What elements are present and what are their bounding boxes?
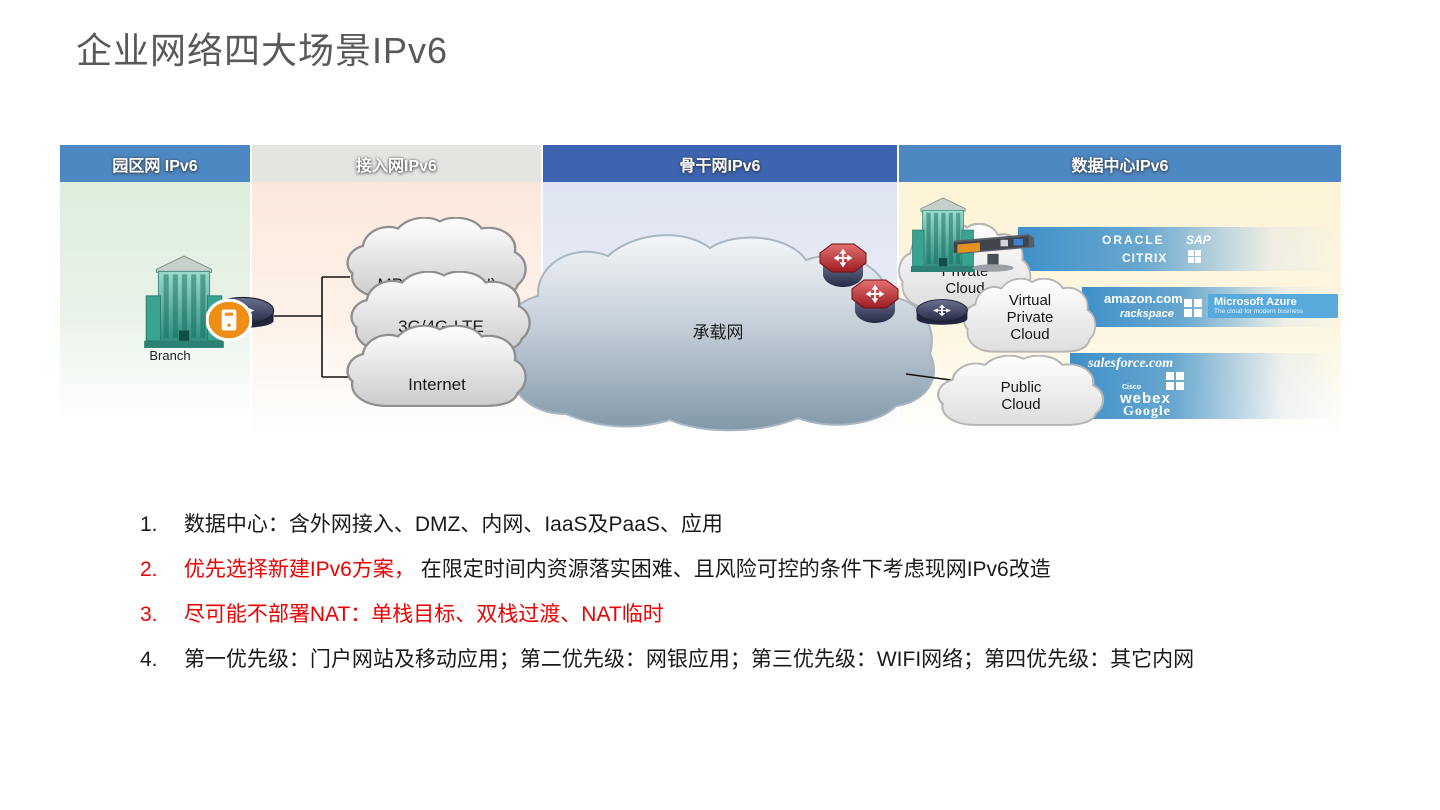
virtual-private-cloud: Virtual Private Cloud bbox=[960, 278, 1100, 358]
note-item-3: 3. 尽可能不部署NAT：单栈目标、双栈过渡、NAT临时 bbox=[140, 592, 1400, 637]
note-number: 2. bbox=[140, 558, 158, 581]
windows-logo-icon bbox=[1166, 372, 1184, 390]
section-header-campus: 园区网 IPv6 bbox=[60, 145, 250, 182]
note-number: 4. bbox=[140, 648, 158, 671]
note-item-2: 2. 优先选择新建IPv6方案， 在限定时间内资源落实困难、且风险可控的条件下考… bbox=[140, 547, 1400, 592]
section-header-access: 接入网IPv6 bbox=[252, 145, 541, 182]
branch-gateway-icon bbox=[206, 298, 252, 342]
network-diagram: 园区网 IPv6 接入网IPv6 骨干网IPv6 数据中心IPv6 ORACLE… bbox=[60, 145, 1341, 437]
sap-logo: SAP bbox=[1186, 233, 1211, 247]
backbone-cloud: 承载网 bbox=[498, 230, 938, 435]
vendor-bar-private: ORACLE SAP CITRIX bbox=[1018, 227, 1341, 271]
webex-logo: webex bbox=[1120, 390, 1171, 407]
public-cloud-label: Public Cloud bbox=[1000, 379, 1042, 413]
edge-router-icon bbox=[851, 279, 899, 323]
note-text: 数据中心：含外网接入、DMZ、内网、IaaS及PaaS、应用 bbox=[183, 513, 723, 536]
note-item-4: 4. 第一优先级：门户网站及移动应用；第二优先级：网银应用；第三优先级：WIFI… bbox=[140, 637, 1400, 682]
azure-logo: Microsoft Azure bbox=[1214, 296, 1297, 308]
azure-tagline: The cloud for modern business bbox=[1214, 308, 1304, 315]
note-text: 在限定时间内资源落实困难、且风险可控的条件下考虑现网IPv6改造 bbox=[420, 558, 1051, 581]
note-text-highlight: 优先选择新建IPv6方案， bbox=[183, 558, 415, 581]
note-item-1: 1. 数据中心：含外网接入、DMZ、内网、IaaS及PaaS、应用 bbox=[140, 502, 1400, 547]
section-header-datacenter: 数据中心IPv6 bbox=[899, 145, 1341, 182]
azure-badge: Microsoft Azure The cloud for modern bus… bbox=[1208, 294, 1338, 318]
branch-label: Branch bbox=[149, 348, 191, 363]
dc-router-icon bbox=[916, 299, 968, 325]
cloud-internet-label: Internet bbox=[408, 375, 466, 394]
oracle-logo: ORACLE bbox=[1102, 233, 1165, 247]
vendor-bar-virtual-private: amazon.com rackspace Microsoft Azure The… bbox=[1082, 287, 1341, 327]
note-text: 第一优先级：门户网站及移动应用；第二优先级：网银应用；第三优先级：WIFI网络；… bbox=[183, 648, 1195, 671]
vendor-bar-public: salesforce.com Cisco webex Google bbox=[1070, 353, 1341, 419]
note-number: 3. bbox=[140, 603, 158, 626]
cisco-logo: Cisco bbox=[1122, 384, 1142, 391]
windows-logo-icon bbox=[1188, 250, 1201, 263]
salesforce-logo: salesforce.com bbox=[1088, 356, 1174, 371]
note-text-highlight: 尽可能不部署NAT：单栈目标、双栈过渡、NAT临时 bbox=[183, 603, 664, 626]
notes-list: 1. 数据中心：含外网接入、DMZ、内网、IaaS及PaaS、应用 2. 优先选… bbox=[140, 502, 1400, 682]
edge-router-icon bbox=[819, 243, 867, 287]
note-number: 1. bbox=[140, 513, 158, 536]
virtual-private-cloud-label: Virtual Private Cloud bbox=[1006, 292, 1054, 343]
section-header-backbone: 骨干网IPv6 bbox=[543, 145, 897, 182]
public-cloud: Public Cloud bbox=[933, 355, 1109, 431]
windows-logo-icon bbox=[1184, 299, 1202, 317]
backbone-cloud-label: 承载网 bbox=[692, 323, 744, 342]
cloud-internet: Internet bbox=[342, 325, 532, 413]
page-title: 企业网络四大场景IPv6 bbox=[76, 30, 449, 71]
server-rack-icon bbox=[953, 234, 1035, 272]
rackspace-logo: rackspace bbox=[1120, 308, 1174, 320]
amazon-logo: amazon.com bbox=[1104, 291, 1183, 306]
citrix-logo: CITRIX bbox=[1122, 251, 1168, 265]
google-logo: Google bbox=[1123, 404, 1171, 419]
